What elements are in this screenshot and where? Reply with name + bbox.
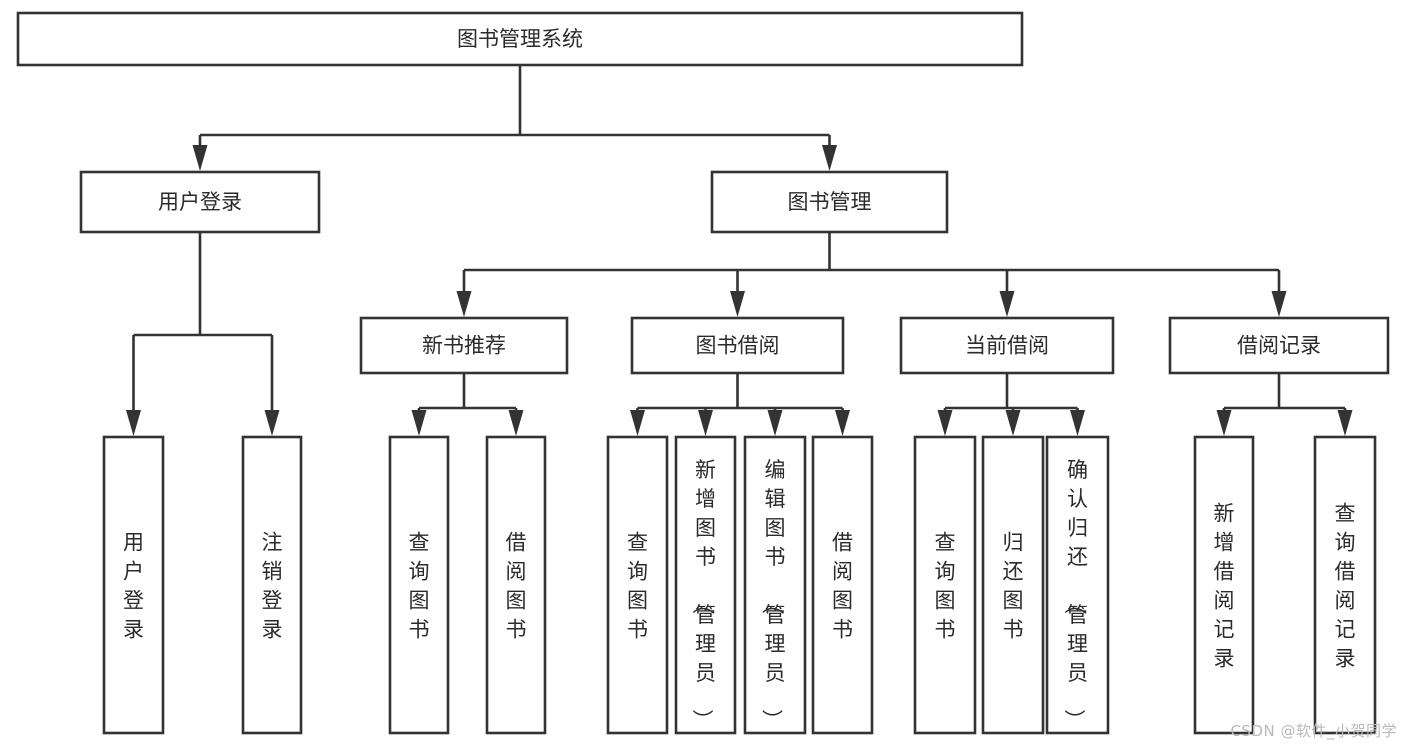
node-leaf-query-borrow-record[interactable]: 查询借阅记录	[1313, 435, 1377, 735]
node-new-book-recommend[interactable]: 新书推荐	[359, 316, 569, 375]
node-box-leaf-add-borrow-record[interactable]	[1193, 435, 1255, 735]
node-book-management[interactable]: 图书管理	[710, 170, 949, 234]
node-box-book-borrow[interactable]	[630, 316, 845, 375]
node-leaf-borrow-book[interactable]: 借阅图书	[811, 435, 874, 735]
node-box-leaf-logout[interactable]	[241, 435, 303, 735]
node-box-leaf-return-book[interactable]	[981, 435, 1045, 735]
connector-recommend-to-leaves	[411, 373, 524, 436]
node-label-root: 图书管理系统	[457, 27, 583, 51]
node-box-leaf-add-book[interactable]	[674, 435, 737, 735]
node-label-leaf-add-book: 新增图书（管理员）	[690, 458, 716, 730]
node-label-leaf-add-borrow-record: 新增借阅记录	[1214, 502, 1235, 671]
node-label-current-borrow: 当前借阅	[965, 334, 1049, 358]
node-box-leaf-confirm-return[interactable]	[1045, 435, 1110, 735]
node-leaf-user-login[interactable]: 用户登录	[102, 435, 165, 735]
node-label-leaf-query-borrow-record: 查询借阅记录	[1335, 502, 1356, 671]
node-label-leaf-query-book-recommend: 查询图书	[409, 531, 430, 642]
node-current-borrow[interactable]: 当前借阅	[899, 316, 1115, 375]
node-leaf-confirm-return[interactable]: 确认归还（管理员）	[1045, 435, 1110, 735]
node-label-leaf-return-book: 归还图书	[1003, 531, 1024, 642]
connector-root-to-level2	[192, 65, 837, 171]
connector-layer	[126, 65, 1353, 436]
node-leaf-add-borrow-record[interactable]: 新增借阅记录	[1193, 435, 1255, 735]
connector-userlogin-to-leaves	[126, 232, 280, 436]
node-label-book-borrow: 图书借阅	[696, 334, 780, 358]
node-box-current-borrow[interactable]	[899, 316, 1115, 375]
node-leaf-add-book[interactable]: 新增图书（管理员）	[674, 435, 737, 735]
node-borrow-record[interactable]: 借阅记录	[1168, 316, 1390, 375]
node-user-login[interactable]: 用户登录	[79, 170, 321, 234]
node-label-leaf-confirm-return: 确认归还（管理员）	[1062, 458, 1088, 730]
node-label-new-book-recommend: 新书推荐	[422, 334, 506, 358]
node-leaf-query-book-recommend[interactable]: 查询图书	[388, 435, 450, 735]
node-label-book-management: 图书管理	[788, 190, 872, 214]
node-label-user-login: 用户登录	[158, 190, 242, 214]
node-box-borrow-record[interactable]	[1168, 316, 1390, 375]
node-book-borrow[interactable]: 图书借阅	[630, 316, 845, 375]
watermark-label: CSDN @软件_小贺同学	[1230, 722, 1397, 740]
node-box-leaf-query-book-current[interactable]	[913, 435, 977, 735]
node-label-leaf-logout: 注销登录	[262, 531, 283, 642]
node-box-leaf-edit-book[interactable]	[743, 435, 807, 735]
node-box-root[interactable]	[16, 11, 1024, 67]
node-box-leaf-query-borrow-record[interactable]	[1313, 435, 1377, 735]
node-root[interactable]: 图书管理系统	[16, 11, 1024, 67]
node-label-borrow-record: 借阅记录	[1237, 334, 1321, 358]
node-label-leaf-query-book-borrow: 查询图书	[627, 531, 648, 642]
node-leaf-logout[interactable]: 注销登录	[241, 435, 303, 735]
node-box-user-login[interactable]	[79, 170, 321, 234]
node-layer: 图书管理系统用户登录图书管理新书推荐图书借阅当前借阅借阅记录用户登录注销登录查询…	[16, 11, 1390, 735]
node-box-leaf-query-book-borrow[interactable]	[606, 435, 669, 735]
connector-bookmgmt-to-level3	[456, 232, 1287, 317]
connector-record-to-leaves	[1216, 373, 1353, 436]
node-label-leaf-edit-book: 编辑图书（管理员）	[760, 458, 786, 730]
node-label-leaf-borrow-book-recommend: 借阅图书	[506, 531, 527, 642]
node-leaf-borrow-book-recommend[interactable]: 借阅图书	[485, 435, 547, 735]
node-leaf-query-book-current[interactable]: 查询图书	[913, 435, 977, 735]
node-box-book-management[interactable]	[710, 170, 949, 234]
node-leaf-query-book-borrow[interactable]: 查询图书	[606, 435, 669, 735]
node-box-leaf-borrow-book-recommend[interactable]	[485, 435, 547, 735]
node-box-new-book-recommend[interactable]	[359, 316, 569, 375]
node-box-leaf-user-login[interactable]	[102, 435, 165, 735]
connector-current-to-leaves	[937, 373, 1085, 436]
node-leaf-edit-book[interactable]: 编辑图书（管理员）	[743, 435, 807, 735]
connector-borrow-to-leaves	[630, 373, 850, 436]
node-label-leaf-borrow-book: 借阅图书	[832, 531, 853, 642]
node-leaf-return-book[interactable]: 归还图书	[981, 435, 1045, 735]
node-label-leaf-user-login: 用户登录	[123, 531, 144, 642]
node-box-leaf-borrow-book[interactable]	[811, 435, 874, 735]
node-label-leaf-query-book-current: 查询图书	[935, 531, 956, 642]
node-box-leaf-query-book-recommend[interactable]	[388, 435, 450, 735]
